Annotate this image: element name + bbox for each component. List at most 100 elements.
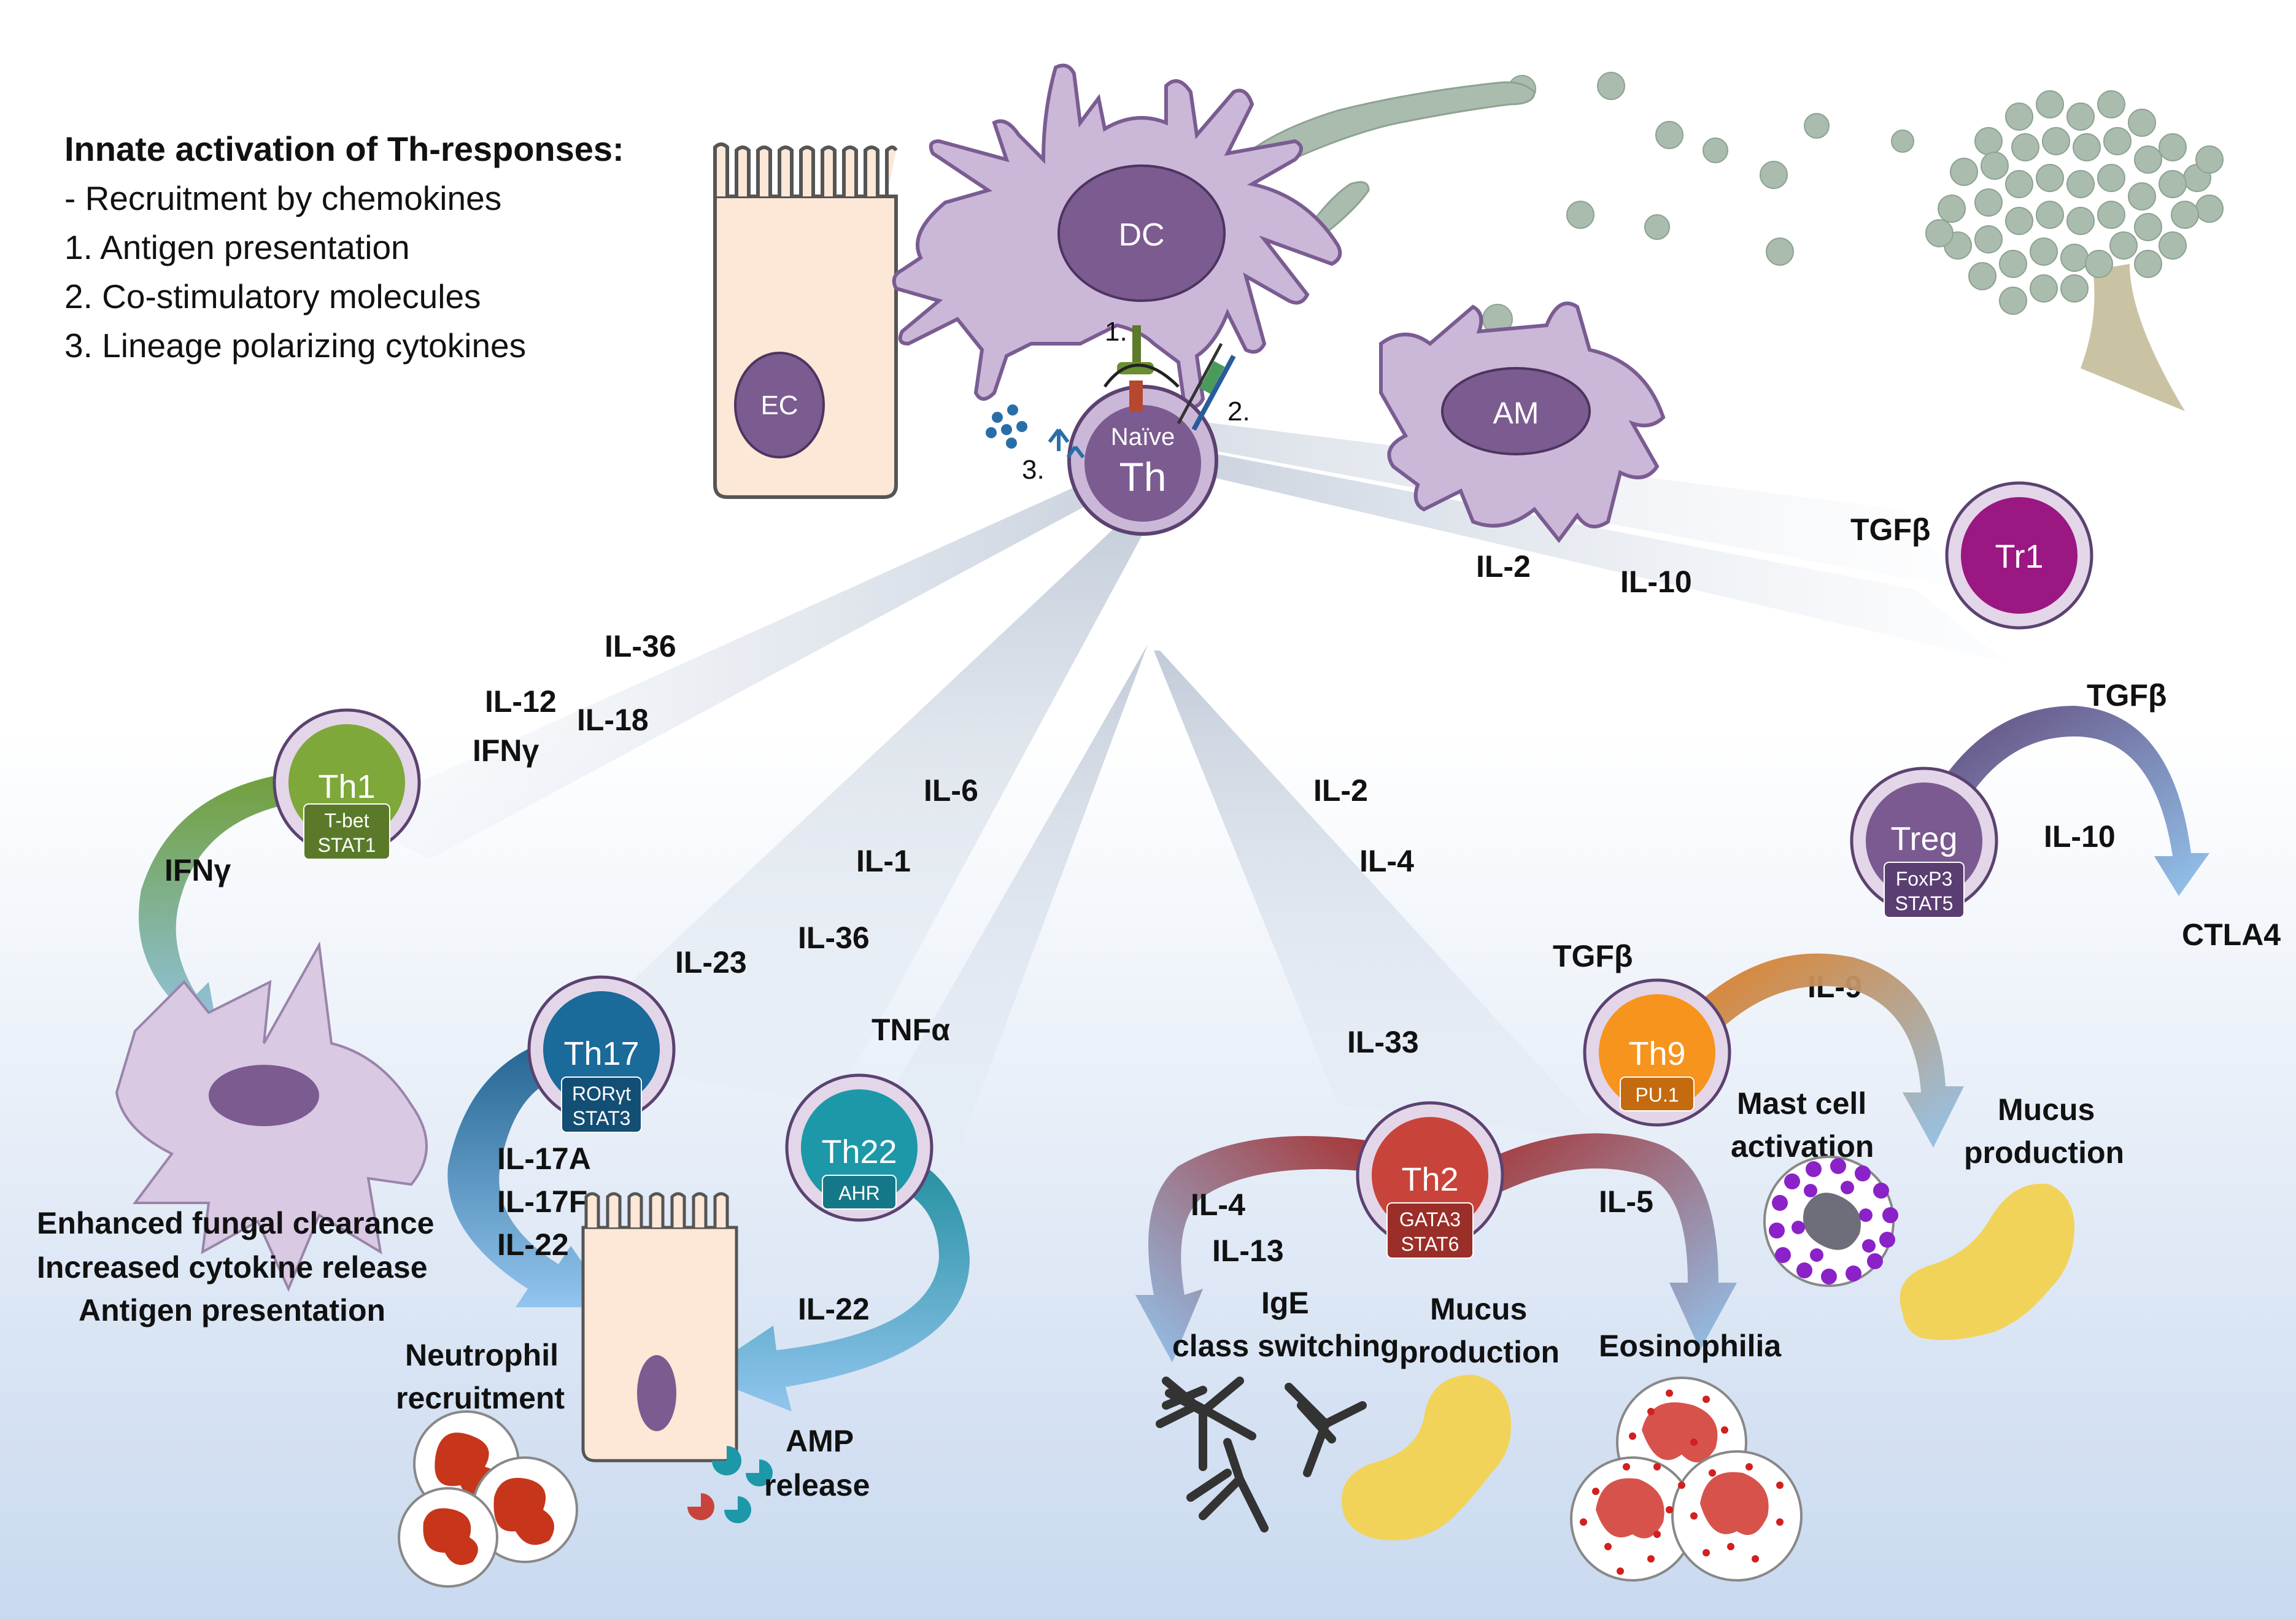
th2-tf2: STAT6 <box>1401 1233 1459 1255</box>
eosinophilia-outcome: Eosinophilia <box>1599 1329 1782 1363</box>
hypha <box>1312 181 1370 235</box>
th2-il2: IL-2 <box>1313 773 1368 808</box>
th9-cell: Th9 PU.1 <box>1583 978 1731 1127</box>
th9-tf1: PU.1 <box>1635 1084 1679 1106</box>
innate-item: - Recruitment by chemokines <box>64 179 501 217</box>
th1-il18: IL-18 <box>577 703 649 737</box>
mucus-th2-outcome-1: Mucus <box>1430 1292 1527 1326</box>
th17-arrow <box>447 1043 614 1307</box>
epithelial-cell-ec: EC <box>713 142 898 499</box>
th22-tnfa: TNFα <box>872 1013 950 1047</box>
treg-ctla4: CTLA4 <box>2182 918 2281 952</box>
th2-out-il5: IL-5 <box>1599 1184 1653 1219</box>
th1-il12: IL-12 <box>485 684 557 719</box>
fungus-conidiophore <box>1925 90 2224 411</box>
th1-ifng: IFNγ <box>473 733 539 768</box>
th17-il36: IL-36 <box>798 921 870 955</box>
eosinophils <box>1570 1377 1803 1582</box>
th17-label: Th17 <box>563 1035 639 1072</box>
mucus-th9 <box>1900 1183 2074 1340</box>
dendritic-cell: DC <box>892 63 1342 409</box>
th22-arrow <box>700 1154 970 1412</box>
th17-out-il17f: IL-17F <box>497 1184 587 1219</box>
th1-label: Th1 <box>318 768 375 805</box>
innate-activation-box: Innate activation of Th-responses: - Rec… <box>64 129 624 365</box>
treg-cell: Treg FoxP3 STAT5 <box>1850 767 1998 918</box>
tr1-il10: IL-10 <box>1620 565 1692 599</box>
step-3-mark: 3. <box>1022 455 1045 485</box>
hypha <box>1226 81 1536 185</box>
th2-cell: Th2 GATA3 STAT6 <box>1356 1101 1504 1259</box>
innate-title: Innate activation of Th-responses: <box>64 129 624 168</box>
th17-cell: Th17 RORγt STAT3 <box>527 975 676 1133</box>
treg-arrow <box>1927 706 2209 896</box>
th17-tf1: RORγt <box>572 1083 631 1105</box>
th1-tf1: T-bet <box>325 810 369 832</box>
activation-cones <box>344 417 2007 1160</box>
ige-outcome-2: class switching <box>1172 1329 1399 1363</box>
alveolar-macrophage: AM <box>1379 301 1666 543</box>
neutrophil-outcome-2: recruitment <box>396 1381 565 1415</box>
mast-cell <box>1763 1156 1898 1287</box>
th17-tf2: STAT3 <box>573 1107 631 1129</box>
th17-out-il22: IL-22 <box>497 1227 569 1262</box>
activated-macrophage <box>115 941 428 1292</box>
th9-label: Th9 <box>1628 1035 1685 1072</box>
th2-tf1: GATA3 <box>1399 1208 1461 1231</box>
th2-il33: IL-33 <box>1347 1025 1419 1059</box>
tr1-il2: IL-2 <box>1476 549 1531 584</box>
th2-out-il4: IL-4 <box>1191 1188 1245 1222</box>
th2-label: Th2 <box>1401 1161 1458 1198</box>
mast-outcome-2: activation <box>1731 1129 1874 1164</box>
th1-cell: Th1 T-bet STAT1 <box>273 708 421 860</box>
th1-out-ifng: IFNγ <box>164 853 231 887</box>
th17-il1: IL-1 <box>856 844 911 878</box>
innate-item: 2. Co-stimulatory molecules <box>64 277 481 315</box>
mucus-th2-outcome-2: production <box>1399 1335 1560 1369</box>
th22-cell: Th22 AHR <box>785 1073 933 1222</box>
step-2-mark: 2. <box>1227 396 1250 427</box>
amp-molecules <box>687 1446 773 1523</box>
mucus-th2 <box>1342 1375 1511 1540</box>
th1-outcome-1: Enhanced fungal clearance <box>37 1206 434 1240</box>
th2-arrow-left <box>1135 1136 1375 1362</box>
mucus-th9-outcome-1: Mucus <box>1998 1092 2095 1127</box>
step-1-mark: 1. <box>1105 317 1127 347</box>
neutrophil-outcome-1: Neutrophil <box>405 1338 559 1372</box>
th2-arrow-right <box>1473 1133 1737 1350</box>
th17-il23: IL-23 <box>675 945 747 980</box>
ige-outcome-1: IgE <box>1261 1286 1309 1320</box>
mucus-th9-outcome-2: production <box>1964 1135 2124 1170</box>
th22-out-il22: IL-22 <box>798 1292 870 1326</box>
th22-tf1: AHR <box>838 1182 880 1204</box>
naive-label: Naïve <box>1111 423 1175 450</box>
ec-label: EC <box>760 390 798 420</box>
treg-label: Treg <box>1890 821 1957 857</box>
th2-il4: IL-4 <box>1359 844 1414 878</box>
th9-tgfb: TGFβ <box>1553 939 1633 973</box>
neutrophils <box>398 1410 578 1588</box>
th1-arrow <box>139 773 288 1049</box>
am-label: AM <box>1493 396 1539 430</box>
mast-outcome-1: Mast cell <box>1737 1086 1866 1121</box>
innate-item: 1. Antigen presentation <box>64 228 410 266</box>
epithelial-cell-bottom <box>581 1192 738 1463</box>
dc-label: DC <box>1118 217 1164 253</box>
tr1-label: Tr1 <box>1995 538 2044 575</box>
treg-tf1: FoxP3 <box>1896 868 1952 890</box>
th17-out-il17a: IL-17A <box>497 1142 591 1176</box>
th22-label: Th22 <box>821 1134 897 1170</box>
treg-tgfb: TGFβ <box>2087 678 2167 713</box>
th1-outcome-3: Antigen presentation <box>79 1293 385 1327</box>
th1-outcome-2: Increased cytokine release <box>37 1250 428 1285</box>
amp-outcome-2: release <box>764 1468 870 1502</box>
th17-il6: IL-6 <box>924 773 978 808</box>
th9-arrow <box>1694 953 1964 1148</box>
tr1-tgfb: TGFβ <box>1850 512 1931 547</box>
th1-il36: IL-36 <box>605 629 676 663</box>
th2-out-il13: IL-13 <box>1212 1234 1284 1268</box>
treg-il10: IL-10 <box>2044 819 2116 854</box>
th-label: Th <box>1119 454 1166 500</box>
